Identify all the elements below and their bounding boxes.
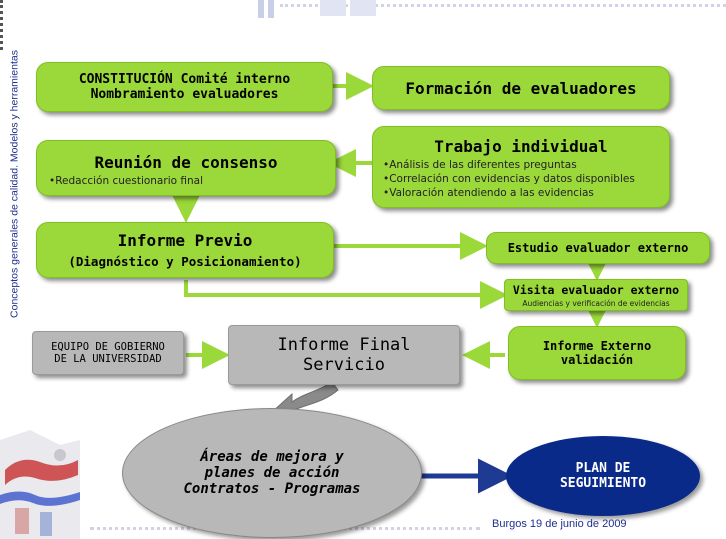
trabajo-bullet: Correlación con evidencias y datos dispo… [383,172,635,186]
trabajo-bullets: Análisis de las diferentes preguntas Cor… [383,158,635,200]
ellipse-areas: Áreas de mejora y planes de acción Contr… [122,408,422,538]
areas-line3: Contratos - Programas [183,481,361,497]
informe-previo-line1: Informe Previo [117,231,253,250]
informe-final-line1: Informe Final [277,335,411,355]
trabajo-bullet: Análisis de las diferentes preguntas [383,158,635,172]
arrow-previo-visita [184,280,508,309]
equipo-line1: EQUIPO DE GOBIERNO [51,341,165,353]
box-formacion: Formación de evaluadores [372,66,670,110]
box-trabajo: Trabajo individual Análisis de las difer… [372,126,670,208]
reunion-bullets: Redacción cuestionario final [49,174,203,188]
box-visita: Visita evaluador externo Audiencias y ve… [504,279,688,311]
university-logo-illustration [0,430,80,539]
box-informe-previo: Informe Previo (Diagnóstico y Posicionam… [36,222,334,278]
plan-line2: SEGUIMIENTO [559,476,647,491]
areas-line1: Áreas de mejora y [200,449,344,465]
footer-date: Burgos 19 de junio de 2009 [492,518,627,530]
informe-externo-line1: Informe Externo [542,339,652,353]
top-left-dots [0,0,19,50]
box-estudio: Estudio evaluador externo [486,232,710,264]
informe-previo-line2: (Diagnóstico y Posicionamiento) [68,254,302,269]
visita-subtitle: Audiencias y verificación de evidencias [522,299,670,308]
informe-externo-line2: validación [560,353,634,367]
constitucion-line1: CONSTITUCIÓN Comité interno [78,72,291,87]
top-bar-decoration [250,0,726,18]
ellipse-plan: PLAN DE SEGUIMIENTO [506,436,700,516]
plan-line1: PLAN DE [575,461,631,476]
equipo-line2: DE LA UNIVERSIDAD [54,353,162,365]
box-constitucion: CONSTITUCIÓN Comité interno Nombramiento… [36,62,333,112]
trabajo-title: Trabajo individual [434,137,608,156]
reunion-title: Reunión de consenso [94,153,278,172]
reunion-bullet: Redacción cuestionario final [49,174,203,188]
box-reunion: Reunión de consenso Redacción cuestionar… [36,140,336,196]
informe-final-line2: Servicio [303,355,385,375]
formacion-label: Formación de evaluadores [405,78,637,98]
constitucion-line2: Nombramiento evaluadores [90,87,279,102]
box-informe-externo: Informe Externo validación [508,326,686,380]
box-informe-final: Informe Final Servicio [228,325,460,385]
areas-line2: planes de acción [204,465,340,481]
visita-title: Visita evaluador externo [512,283,680,297]
estudio-label: Estudio evaluador externo [507,241,689,255]
box-equipo: EQUIPO DE GOBIERNO DE LA UNIVERSIDAD [32,331,184,375]
trabajo-bullet: Valoración atendiendo a las evidencias [383,186,635,200]
